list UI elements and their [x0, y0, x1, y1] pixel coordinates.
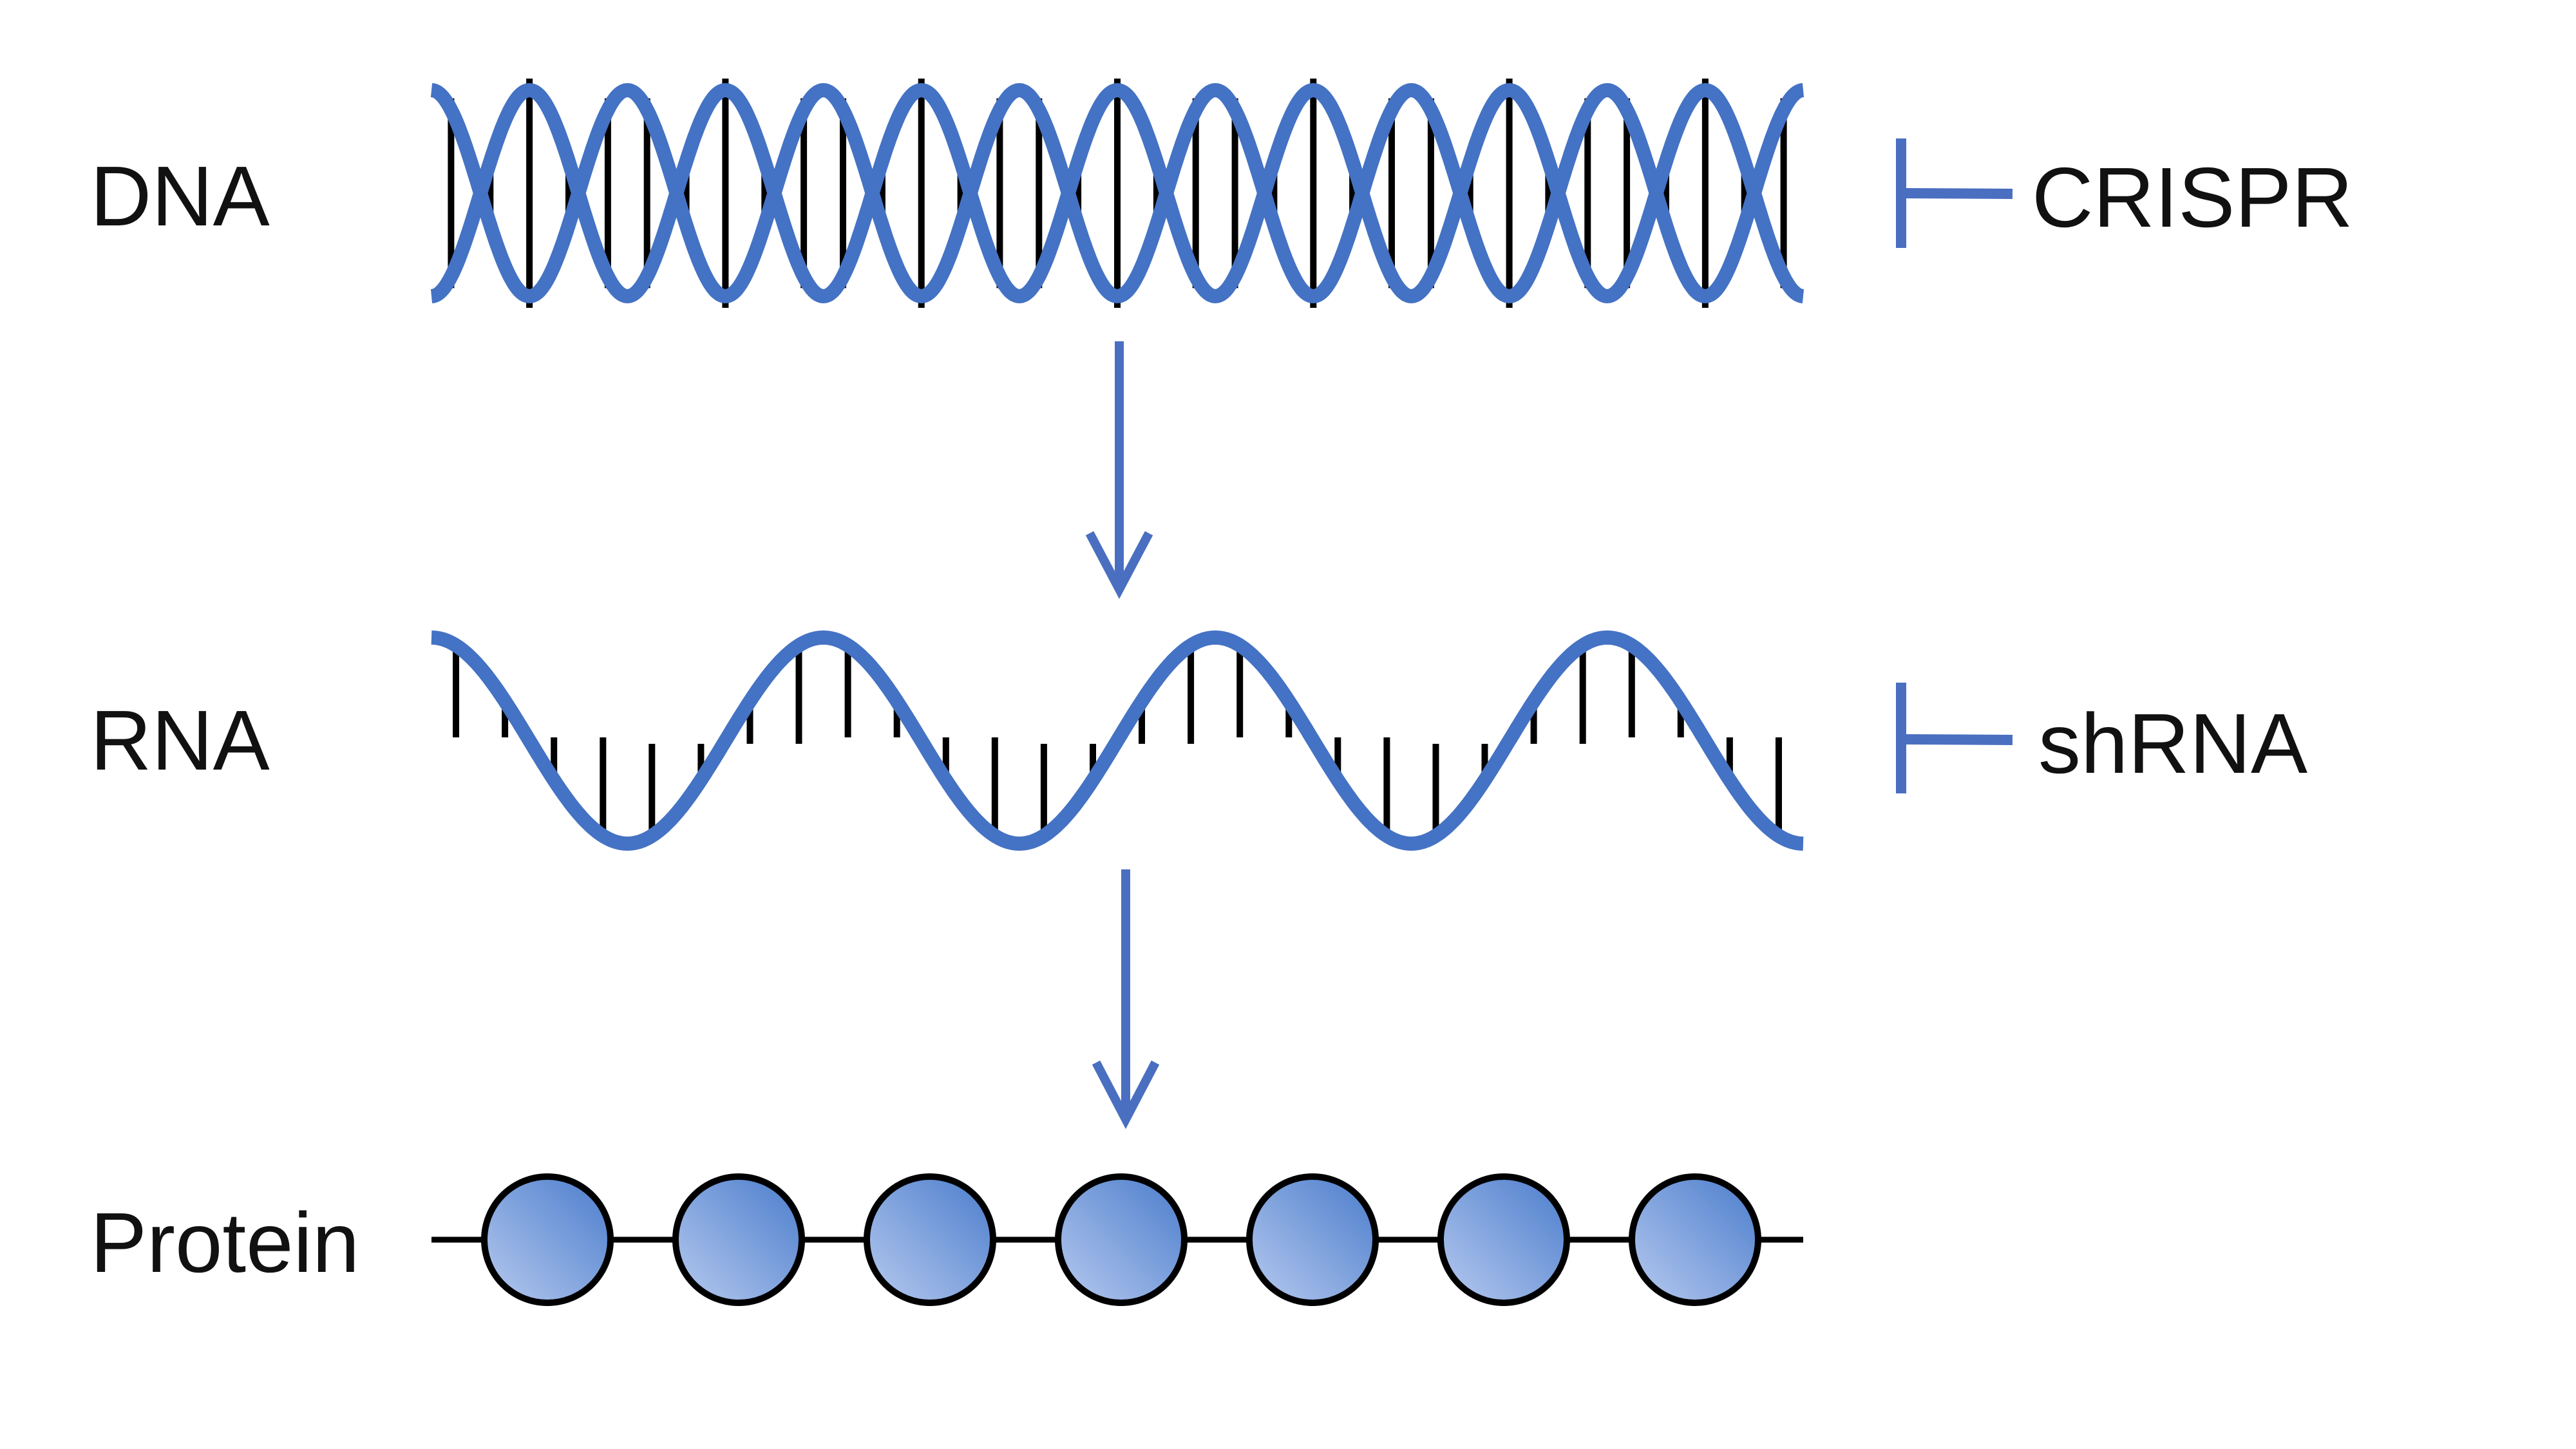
- rna-label: RNA: [90, 693, 270, 788]
- amino-acid-bead: [1246, 1173, 1379, 1306]
- shrna-inhibitor-stem: [1900, 734, 2013, 745]
- rna-strand: [431, 630, 1804, 851]
- protein-label: Protein: [90, 1195, 359, 1290]
- amino-acid-bead: [864, 1173, 996, 1306]
- translation-arrow-head: [1092, 1060, 1160, 1130]
- transcription-arrow-head: [1085, 531, 1153, 599]
- crispr-inhibitor: [1896, 138, 2013, 248]
- dna-strand-a: [430, 82, 1804, 304]
- dna-double-helix: [430, 82, 1804, 304]
- amino-acid-bead: [1629, 1173, 1761, 1306]
- amino-acid-bead: [481, 1173, 614, 1306]
- dna-strand-b: [430, 82, 1804, 304]
- translation-arrow: [1092, 869, 1160, 1130]
- crispr-inhibitor-stem: [1900, 188, 2013, 199]
- dna-label: DNA: [90, 149, 270, 243]
- amino-acid-bead: [1055, 1173, 1188, 1306]
- shrna-inhibitor: [1896, 683, 2013, 793]
- protein-amino-acids: [481, 1173, 1761, 1306]
- transcription-arrow: [1085, 341, 1153, 599]
- shrna-label: shRNA: [2038, 696, 2307, 791]
- amino-acid-bead: [1437, 1173, 1570, 1306]
- amino-acid-bead: [672, 1173, 805, 1306]
- crispr-label: CRISPR: [2032, 150, 2353, 245]
